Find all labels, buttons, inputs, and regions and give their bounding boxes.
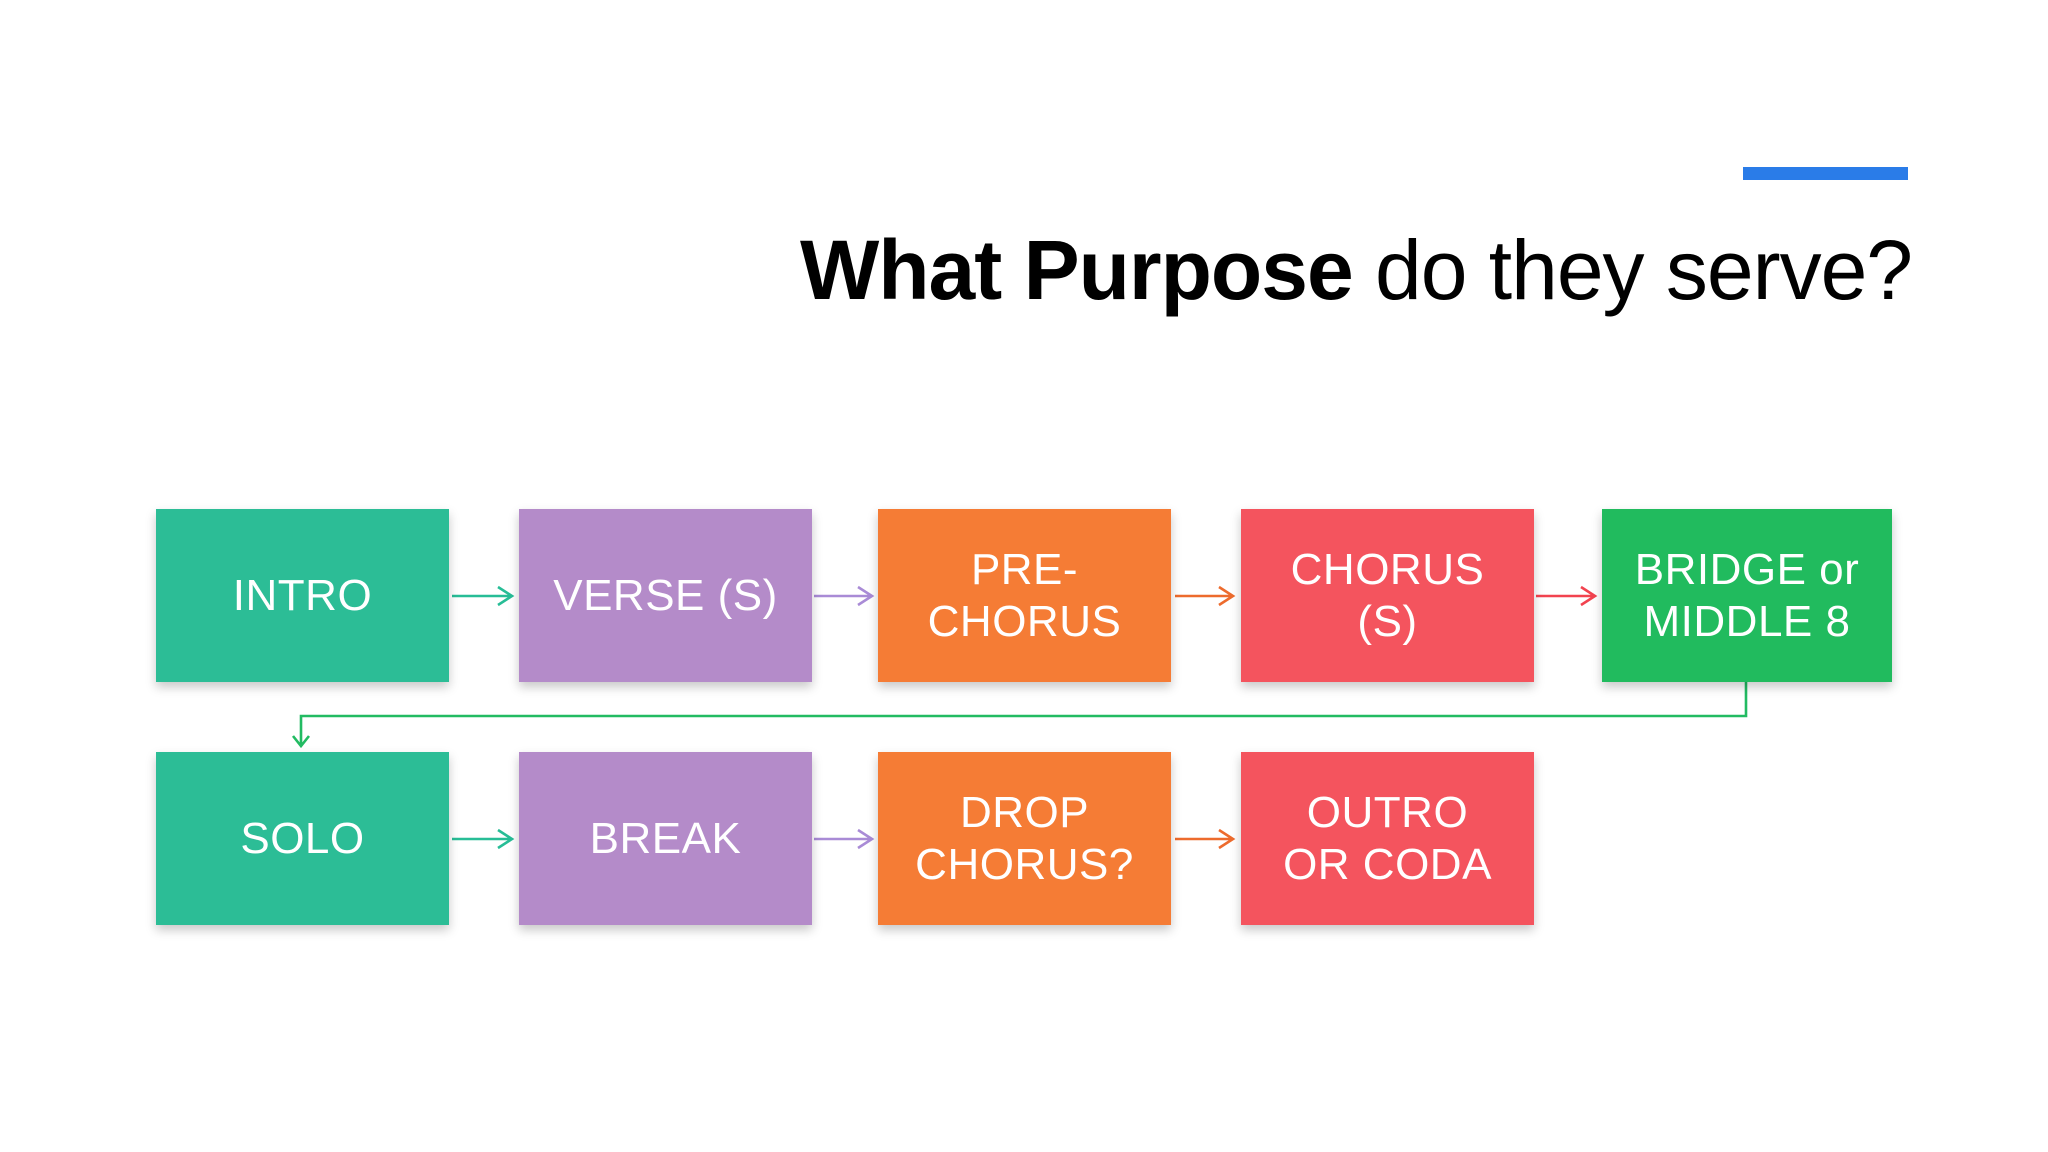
node-bridge-label: BRIDGE or MIDDLE 8 bbox=[1634, 544, 1860, 646]
node-solo: SOLO bbox=[156, 752, 449, 925]
node-pre-chorus-label: PRE- CHORUS bbox=[927, 544, 1122, 646]
connector-bridge-to-solo bbox=[291, 682, 1748, 749]
node-outro-label: OUTRO OR CODA bbox=[1283, 787, 1492, 889]
arrow-solo-to-break bbox=[452, 828, 515, 850]
arrow-chorus-to-bridge bbox=[1536, 585, 1598, 607]
arrow-intro-to-verse bbox=[452, 585, 515, 607]
node-bridge: BRIDGE or MIDDLE 8 bbox=[1602, 509, 1892, 682]
node-solo-label: SOLO bbox=[240, 813, 365, 863]
node-drop-chorus: DROP CHORUS? bbox=[878, 752, 1171, 925]
node-verse: VERSE (S) bbox=[519, 509, 812, 682]
title-rest: do they serve? bbox=[1352, 223, 1913, 317]
accent-bar bbox=[1743, 167, 1908, 180]
title-emphasis: What Purpose bbox=[799, 223, 1354, 317]
node-pre-chorus: PRE- CHORUS bbox=[878, 509, 1171, 682]
node-intro: INTRO bbox=[156, 509, 449, 682]
node-chorus: CHORUS (S) bbox=[1241, 509, 1534, 682]
arrow-break-to-drop-chorus bbox=[814, 828, 875, 850]
node-verse-label: VERSE (S) bbox=[553, 570, 778, 620]
slide-title: What Purpose do they serve? bbox=[799, 223, 1913, 317]
arrow-drop-chorus-to-outro bbox=[1175, 828, 1236, 850]
node-chorus-label: CHORUS (S) bbox=[1290, 544, 1485, 646]
arrow-verse-to-pre-chorus bbox=[814, 585, 875, 607]
node-break-label: BREAK bbox=[589, 813, 742, 863]
arrow-pre-chorus-to-chorus bbox=[1175, 585, 1236, 607]
node-drop-chorus-label: DROP CHORUS? bbox=[915, 787, 1134, 889]
node-break: BREAK bbox=[519, 752, 812, 925]
node-outro: OUTRO OR CODA bbox=[1241, 752, 1534, 925]
node-intro-label: INTRO bbox=[232, 570, 373, 620]
